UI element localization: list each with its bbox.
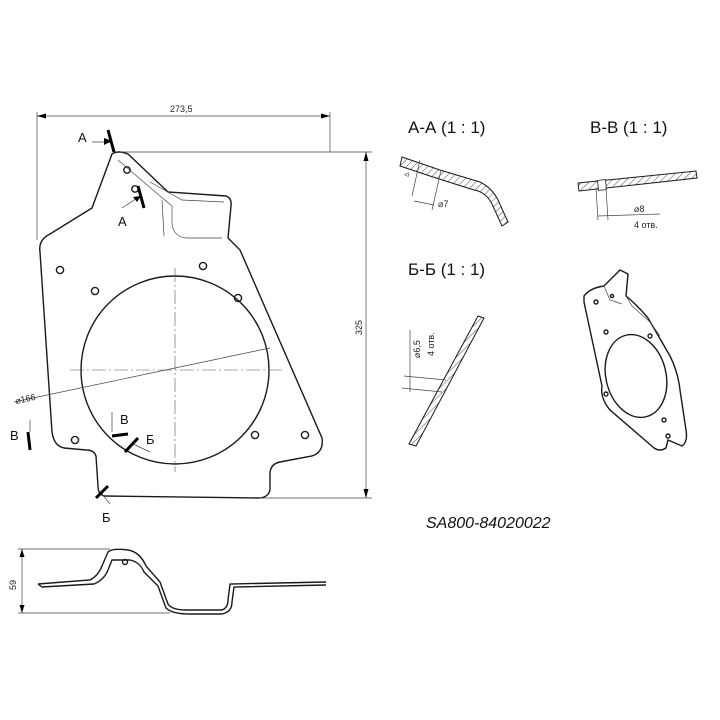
aa-dim-label: ⌀7 [438, 199, 448, 209]
plate-outline [39, 151, 323, 499]
height-label: 325 [354, 320, 364, 335]
section-bb-profile [408, 315, 485, 447]
section-bb-view: Б-Б (1 : 1) ⌀6,5 4 отв. [401, 260, 485, 447]
section-cut-aa: А А [78, 129, 146, 229]
side-arrow-b [19, 605, 25, 613]
dia-label: ⌀166 [14, 392, 36, 406]
plate-inner-edge [117, 159, 222, 239]
vv-dim-label: ⌀8 [634, 204, 644, 214]
section-vv-view: В-В (1 : 1) ⌀8 4 отв. [577, 118, 698, 230]
bb-dim-label: ⌀6,5 [412, 340, 422, 358]
side-hole [121, 558, 129, 566]
mark-v-right: В [120, 412, 129, 427]
mark-b-right: Б [146, 432, 155, 447]
section-vv-title: В-В (1 : 1) [590, 118, 667, 137]
iso-outline [583, 269, 688, 451]
bb-ext1 [403, 375, 447, 381]
mounting-holes [55, 166, 310, 445]
iso-hole [604, 333, 668, 419]
vv-ext1 [595, 187, 599, 221]
section-cut-bb: Б Б [94, 432, 155, 525]
iso-inner-edge [603, 285, 661, 337]
mark-a-bottom: А [118, 214, 127, 229]
vv-hole-gap [597, 179, 607, 191]
side-arrow-t [19, 549, 25, 557]
bracket-tab [149, 181, 225, 237]
height-arrow-t [363, 152, 369, 161]
vv-dim-line [597, 213, 661, 217]
part-number: SA800-84020022 [426, 515, 551, 532]
aa-small-mark: ◃ [404, 169, 409, 179]
side-view: 59 [8, 548, 327, 615]
mark-a-top: А [78, 130, 87, 145]
bb-ext2 [401, 387, 443, 393]
section-aa-title: А-А (1 : 1) [408, 118, 485, 137]
height-arrow-b [363, 489, 369, 498]
isometric-view [583, 269, 688, 451]
aa-ext2 [431, 169, 442, 211]
section-cut-vv: В В [10, 412, 129, 451]
width-arrow-l [37, 113, 46, 119]
iso-mounting-holes [593, 293, 671, 439]
mark-b-bottom: Б [102, 510, 111, 525]
side-profile [37, 548, 327, 615]
vv-note: 4 отв. [634, 220, 658, 230]
width-label: 273,5 [170, 104, 193, 114]
section-aa-profile [399, 156, 509, 227]
aa-dim-line [413, 200, 435, 206]
mark-v-left: В [10, 428, 19, 443]
vv-ext2 [605, 186, 609, 221]
side-height-label: 59 [8, 580, 18, 590]
aa-ext1 [411, 159, 421, 197]
plan-view: ⌀166 273,5 325 А А В [10, 104, 372, 525]
section-vv-profile [577, 170, 698, 192]
section-bb-title: Б-Б (1 : 1) [408, 260, 485, 279]
section-aa-view: А-А (1 : 1) ⌀7 ◃ [399, 118, 509, 227]
bb-note: 4 отв. [426, 332, 436, 356]
dia-leader [13, 347, 271, 403]
width-arrow-r [321, 113, 330, 119]
